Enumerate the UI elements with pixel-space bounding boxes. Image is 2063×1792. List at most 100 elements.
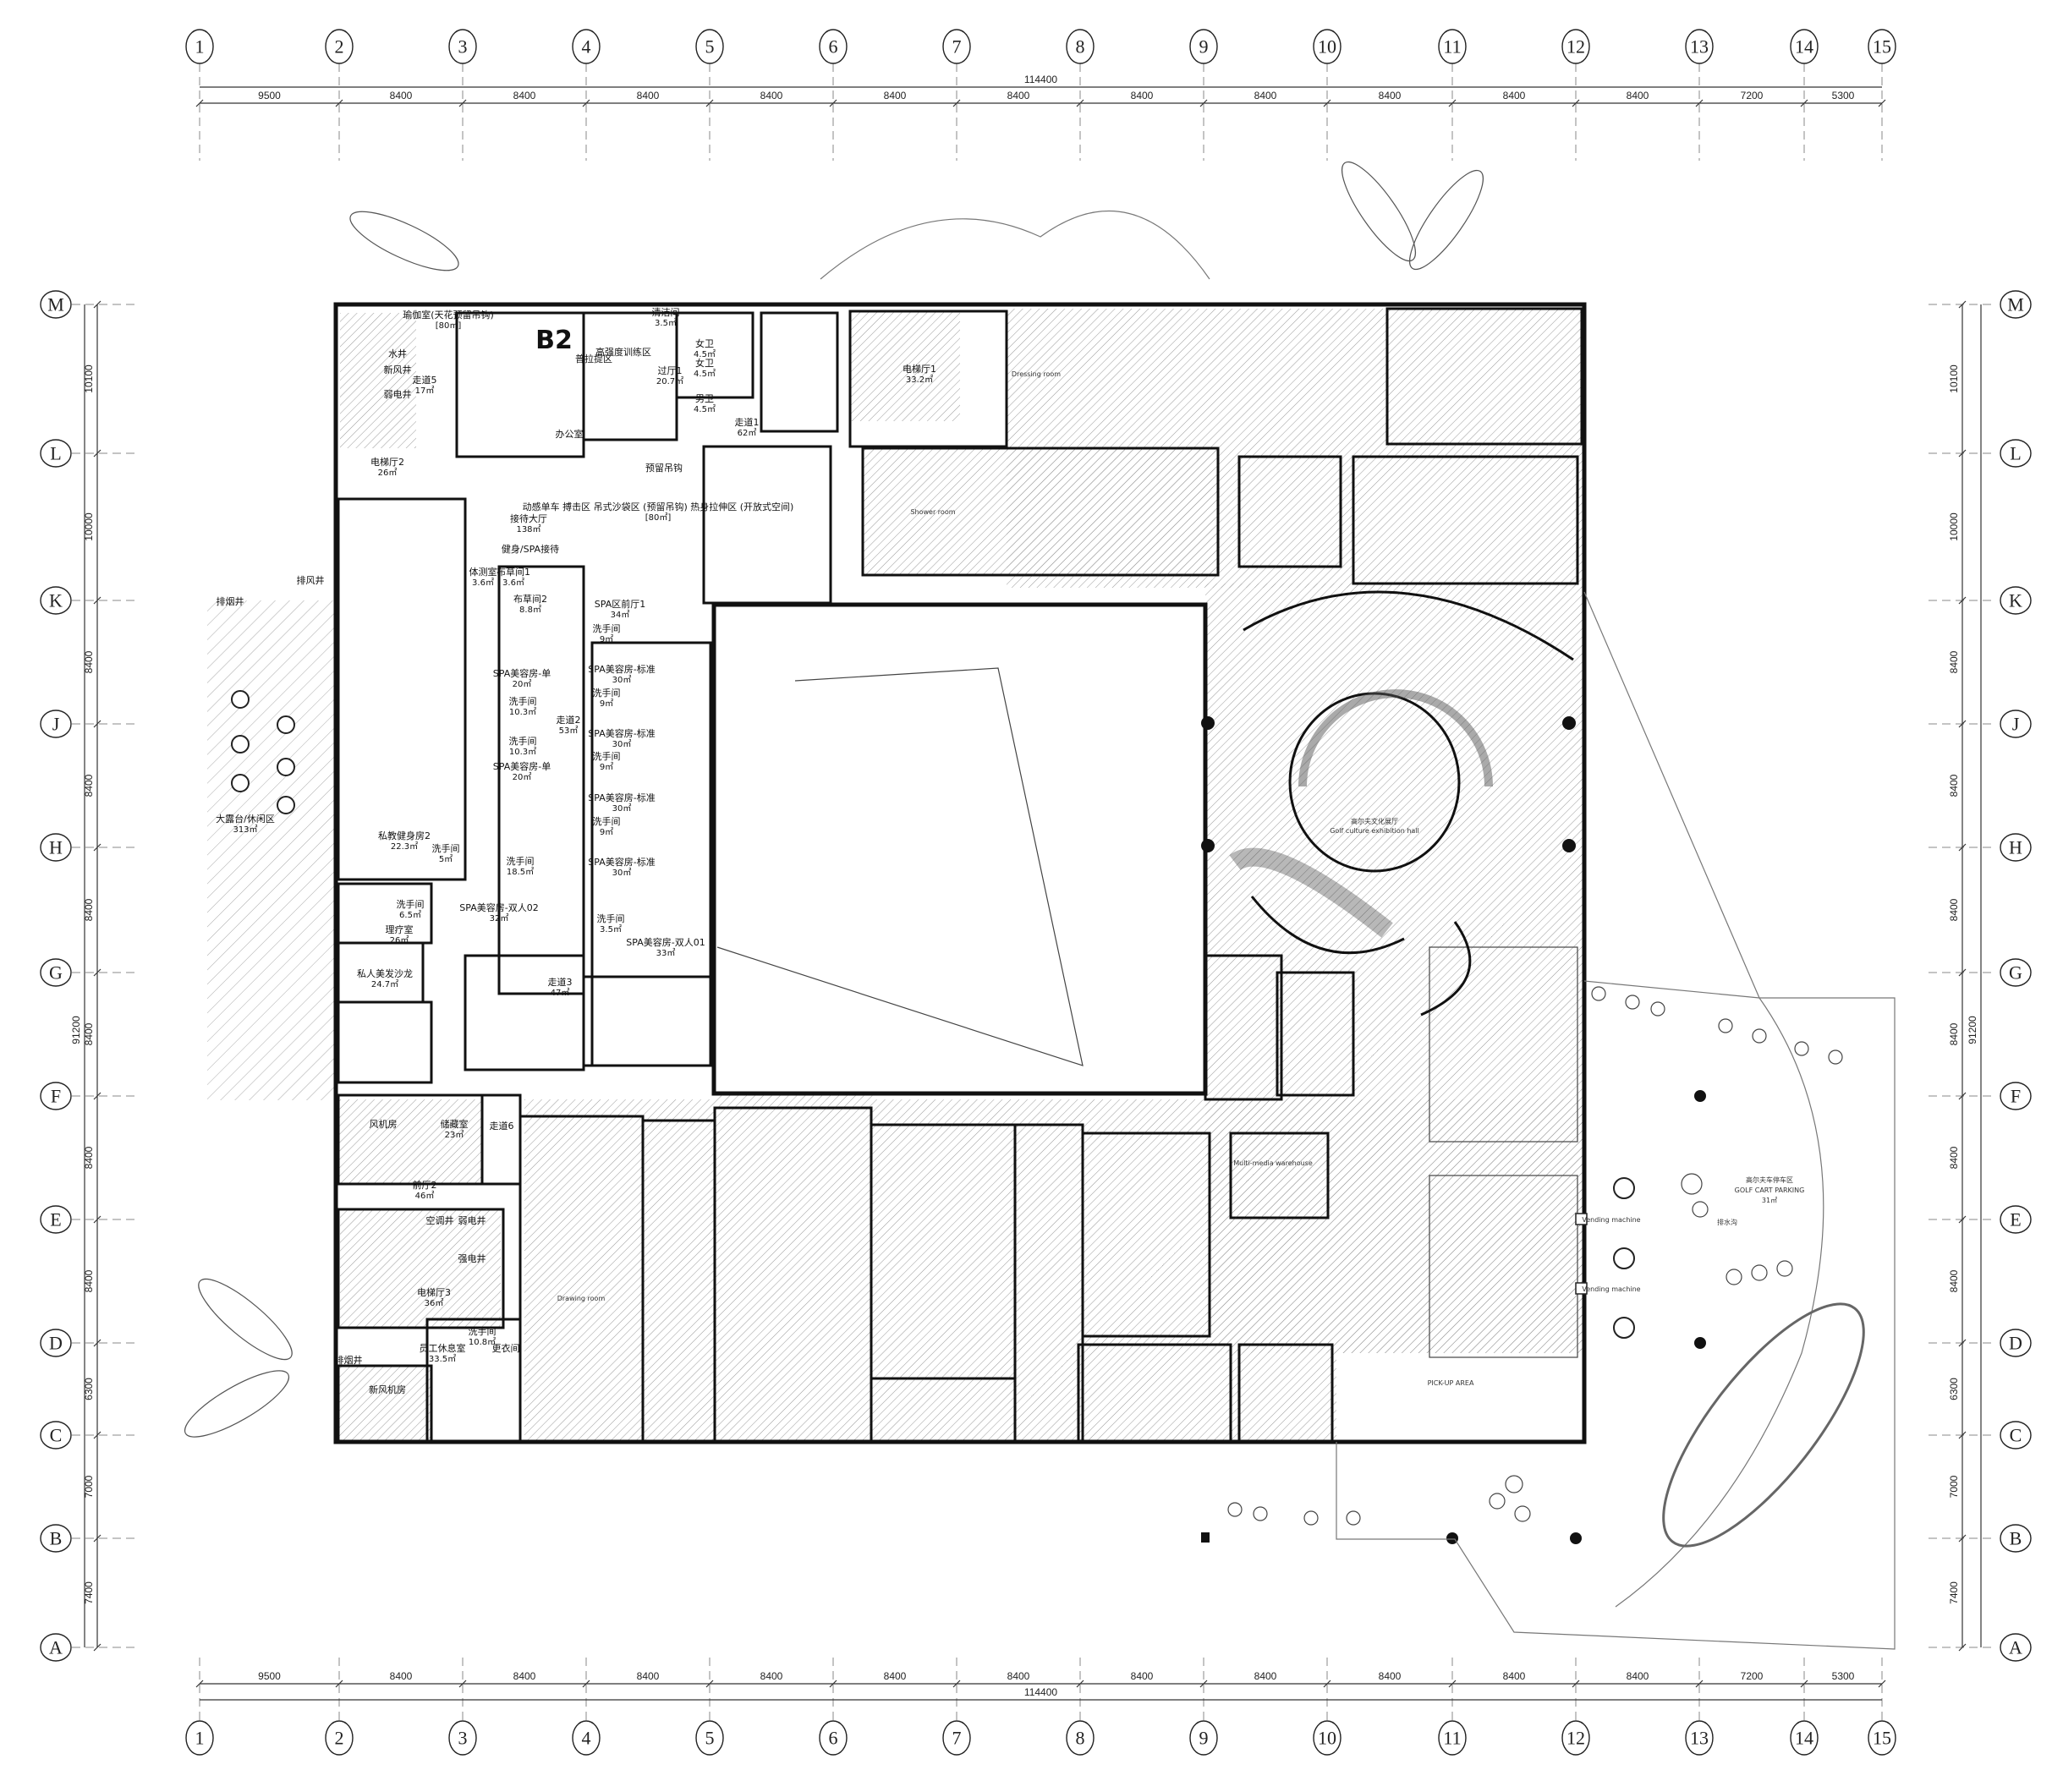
dimension-value: 10100: [83, 364, 95, 393]
room-label: 走道6: [490, 1120, 514, 1132]
grid-bubble-row: H: [2000, 833, 2032, 862]
dimension-value: 5300: [1832, 90, 1855, 101]
grid-bubble-row: L: [2000, 439, 2032, 468]
grid-bubble-label: K: [2009, 590, 2022, 611]
room-area: 10.3㎡: [509, 707, 536, 717]
west-plant-hatch: [338, 1099, 482, 1184]
room-name: 接待大厅: [510, 512, 547, 524]
dimension-value: 8400: [1379, 90, 1402, 101]
grid-bubble-label: 5: [705, 1728, 715, 1749]
room-label: 普拉提区: [575, 353, 612, 364]
room-area: 34㎡: [611, 610, 630, 620]
room-name: SPA美容房-双人01: [626, 936, 705, 948]
room-area: 10.8㎡: [469, 1337, 496, 1347]
dimension-value: 8400: [1627, 90, 1649, 101]
grid-axes: 1122334455667788991010111112121313141415…: [40, 29, 2032, 1756]
dimension-value: 7200: [1741, 1670, 1764, 1682]
golf-cart-ramps: [184, 161, 1484, 1438]
english-room-label: Dressing room: [1012, 370, 1061, 378]
atrium-courtyard: [711, 602, 1208, 1096]
dimension-value: 8400: [83, 1269, 95, 1292]
site-label-exhibition-cn: 高尔夫文化展厅: [1351, 817, 1398, 825]
grid-bubble-label: 15: [1873, 1728, 1891, 1749]
grid-bubble-column: 1: [185, 1720, 214, 1756]
dimension-value: 8400: [884, 90, 907, 101]
grid-bubble-label: 9: [1199, 36, 1209, 58]
dimension-value: 8400: [1254, 1670, 1277, 1682]
grid-bubble-label: C: [50, 1425, 63, 1446]
room-area: 9㎡: [600, 699, 613, 709]
grid-bubble-column: 4: [572, 29, 601, 64]
dimension-value: 7400: [1948, 1581, 1960, 1604]
grid-bubble-label: 6: [829, 36, 838, 58]
room-name: 新风井: [384, 364, 412, 375]
dimension-value: 8400: [513, 1670, 536, 1682]
dimension-value: 7000: [1948, 1475, 1960, 1498]
room-name: 空调井: [426, 1214, 454, 1226]
room-name: 电梯厅2: [370, 457, 404, 468]
dimension-value: 8400: [1948, 1269, 1960, 1292]
site-label-golf-cart-cn: 高尔夫车停车区: [1746, 1175, 1793, 1184]
room-name: 理疗室: [386, 923, 414, 935]
grid-bubble-column: 8: [1066, 1720, 1095, 1756]
room-name: 动感单车 搏击区 吊式沙袋区 (预留吊钩) 热身拉伸区 (开放式空间): [523, 501, 794, 512]
grid-bubble-label: A: [2009, 1637, 2022, 1658]
grid-bubble-label: 7: [952, 36, 962, 58]
room-label: 瑜伽室(天花预留吊钩)[80㎡]: [403, 309, 494, 331]
site-label-golf-cart-en: GOLF CART PARKING: [1735, 1186, 1805, 1194]
room-label: 排烟井: [217, 595, 244, 607]
room-label: 水井: [388, 348, 407, 359]
room-label: 风机房: [370, 1118, 398, 1130]
grid-bubble-label: 2: [335, 1728, 344, 1749]
grid-bubble-column: 5: [695, 29, 724, 64]
grid-bubble-column: 10: [1313, 29, 1341, 64]
room-label: 女卫4.5㎡: [694, 337, 716, 359]
grid-bubble-label: 5: [705, 36, 715, 58]
grid-bubble-row: C: [40, 1421, 72, 1449]
room-name: SPA美容房-标准: [588, 663, 655, 675]
grid-bubble-label: 10: [1318, 1728, 1336, 1749]
grid-bubble-column: 13: [1685, 1720, 1714, 1756]
room-area: 53㎡: [559, 726, 579, 736]
grid-bubble-label: M: [2007, 294, 2024, 315]
room-label: 弱电井: [458, 1214, 486, 1226]
grid-bubble-row: F: [40, 1082, 72, 1110]
grid-bubble-row: F: [2000, 1082, 2032, 1110]
dimension-value: 8400: [1948, 898, 1960, 921]
room-name: 强电井: [458, 1252, 486, 1264]
dimension-value: 8400: [1503, 90, 1526, 101]
dimension-value: 8400: [1948, 1146, 1960, 1169]
room-name: SPA美容房-标准: [588, 856, 655, 868]
grid-bubble-label: 1: [195, 36, 205, 58]
grid-bubble-label: D: [2009, 1333, 2022, 1354]
room-area: 17㎡: [415, 386, 435, 396]
room-label: 预留吊钩: [645, 462, 683, 474]
room-name: SPA美容房-双人02: [459, 901, 538, 913]
room-name: 洗手间: [509, 695, 537, 707]
grid-bubble-column: 9: [1189, 1720, 1218, 1756]
room-name: 洗手间: [507, 855, 535, 867]
dimension-value: 8400: [390, 1670, 413, 1682]
room-name: 预留吊钩: [645, 462, 683, 474]
grid-bubble-label: G: [49, 962, 63, 984]
terrace-hatch: [207, 600, 336, 1100]
grid-bubble-row: J: [40, 710, 72, 738]
room-area: 36㎡: [425, 1298, 444, 1308]
dimension-value: 5300: [1832, 1670, 1855, 1682]
room-name: 女卫: [695, 357, 714, 369]
dimension-value: 8400: [83, 774, 95, 797]
english-room-label: Drawing room: [557, 1295, 606, 1302]
room-label: 排烟井: [335, 1354, 363, 1366]
grid-bubble-row: B: [40, 1524, 72, 1553]
room-area: 33.2㎡: [906, 375, 933, 385]
room-name: 电梯厅1: [903, 364, 936, 375]
